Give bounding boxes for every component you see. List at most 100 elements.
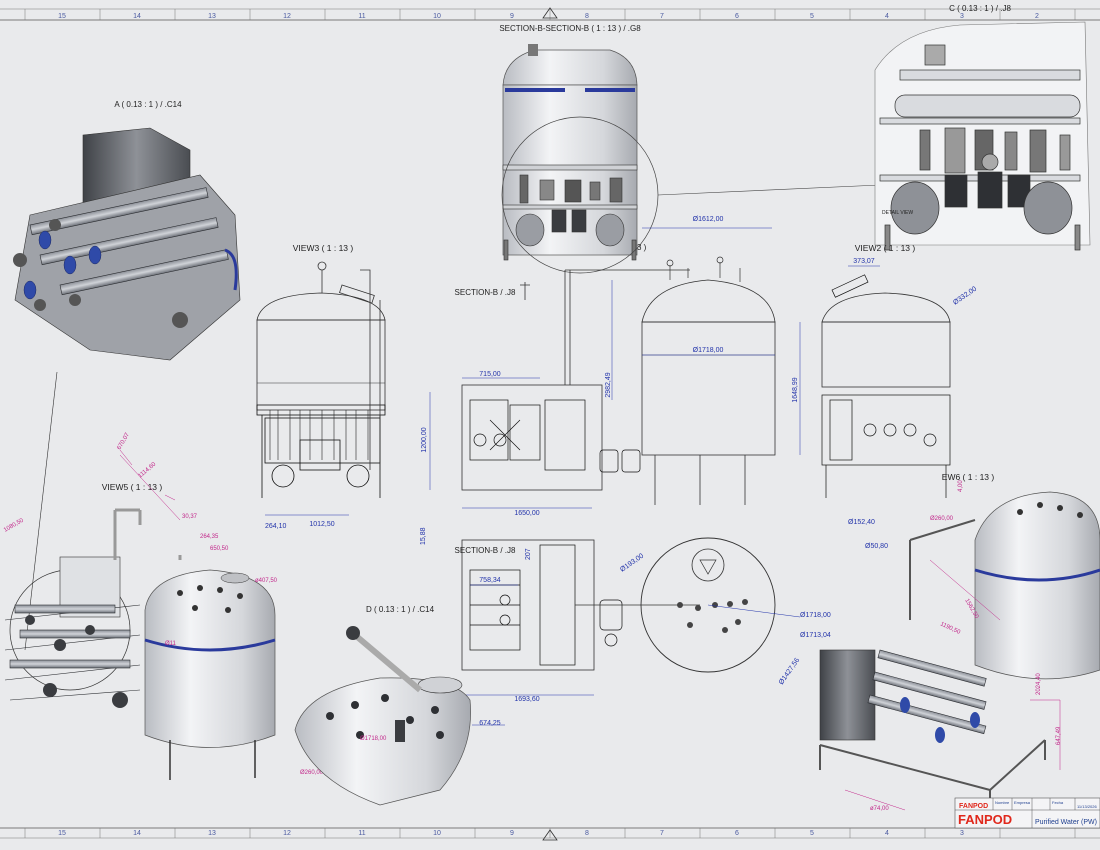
dimension-text: Ø152,40 <box>848 519 875 526</box>
dimension-text: 670,07 <box>117 432 132 451</box>
view5-isometric: VIEW5 ( 1 : 13 ) 670,07 1114,60 30,37 26… <box>3 432 324 780</box>
title-block: FANPOD FANPOD Nombre Empresa Fecha 11/13… <box>954 797 1100 829</box>
dimension-text: ø74,00 <box>870 806 889 812</box>
dimension-text: 1200,00 <box>421 427 428 452</box>
ruler-bottom-label: 7 <box>660 830 664 837</box>
title-block-col: Fecha <box>1052 800 1064 805</box>
ruler-bottom-label: 9 <box>510 830 514 837</box>
dimension-text: Ø260,00 <box>300 770 324 776</box>
view-label: EW6 ( 1 : 13 ) <box>942 472 995 482</box>
dimension-text: 1648,99 <box>792 377 799 402</box>
tank-plan-view: Ø193,00 Ø1718,00 Ø1713,04 Ø1427,56 <box>619 537 831 686</box>
dimension-text: 15,88 <box>420 527 427 545</box>
dimension-text: Ø1718,00 <box>693 347 724 354</box>
sheet-border <box>0 7 1100 841</box>
dimension-text: 1012,50 <box>309 521 334 528</box>
ruler-top-label: 7 <box>660 13 664 20</box>
detail-view-label: DETAIL VIEW <box>882 210 913 216</box>
dimension-text: 715,00 <box>479 371 501 378</box>
ruler-top-label: 8 <box>585 13 589 20</box>
dimension-text: Ø1718,00 <box>360 736 387 742</box>
ruler-top: 15 14 13 12 11 10 9 8 7 6 5 4 3 2 <box>58 13 1039 20</box>
ruler-bottom-label: 13 <box>208 830 216 837</box>
dimension-text: Ø260,00 <box>930 516 954 522</box>
center-arrow-bottom <box>542 829 558 841</box>
dimension-text: 4,00 <box>958 480 964 492</box>
dimension-text: Ø332,00 <box>952 285 978 306</box>
view-label: SECTION-B / .J8 <box>455 546 516 555</box>
ruler-bottom-label: 3 <box>960 830 964 837</box>
view6-isometric: EW6 ( 1 : 13 ) Ø260,00 1562,50 2024,40 6… <box>819 472 1100 812</box>
section-b-lower: SECTION-B / .J8 15,88 758,34 1693,60 674… <box>420 527 700 727</box>
dimension-text: 758,34 <box>479 577 501 584</box>
ruler-bottom-label: 14 <box>133 830 141 837</box>
ruler-top-label: 3 <box>960 13 964 20</box>
ruler-top-label: 9 <box>510 13 514 20</box>
ruler-bottom-label: 4 <box>885 830 889 837</box>
view-label: SECTION-B / .J8 <box>455 288 516 297</box>
dimension-text: Ø1612,00 <box>693 216 724 223</box>
dimension-text: Ø1713,04 <box>800 632 831 639</box>
title-block-logo-small: FANPOD <box>959 803 988 810</box>
view3: VIEW3 ( 1 : 13 ) 1012,50 264,10 <box>256 243 386 530</box>
dimension-text: ø407,50 <box>255 578 278 584</box>
dimension-text: 1080,50 <box>3 517 25 533</box>
title-block-col: Nombre <box>995 800 1010 805</box>
ruler-bottom-label: 6 <box>735 830 739 837</box>
ruler-top-label: 10 <box>433 13 441 20</box>
ruler-top-label: 4 <box>885 13 889 20</box>
ruler-top-label: 11 <box>358 13 365 20</box>
title-block-logo: FANPOD <box>958 812 1012 827</box>
dimension-text: 264,10 <box>265 523 287 530</box>
tank-front-view: Ø1612,00 Ø1718,00 1648,99 <box>641 216 801 505</box>
view2: VIEW2 ( 1 : 13 ) 373,07 Ø332,00 Ø152,40 … <box>821 243 978 550</box>
ruler-top-label: 6 <box>735 13 739 20</box>
ruler-top-label: 2 <box>1035 13 1039 20</box>
view-label: VIEW5 ( 1 : 13 ) <box>102 482 163 492</box>
view-label: C ( 0.13 : 1 ) / .J8 <box>949 4 1011 13</box>
dimension-text: 1693,60 <box>514 696 539 703</box>
ruler-top-label: 5 <box>810 13 814 20</box>
dimension-text: Ø193,00 <box>619 552 645 573</box>
dimension-text: 1190,50 <box>939 621 961 636</box>
ruler-top-label: 13 <box>208 13 216 20</box>
dimension-text: 2024,40 <box>1036 673 1042 695</box>
ruler-bottom-label: 8 <box>585 830 589 837</box>
view-label: SECTION-B-SECTION-B ( 1 : 13 ) / .G8 <box>499 24 641 33</box>
ruler-bottom-label: 15 <box>58 830 66 837</box>
detail-a-view: A ( 0.13 : 1 ) / .C14 <box>13 100 241 651</box>
dimension-text: Ø11 <box>165 641 177 647</box>
section-b-top-view: SECTION-B-SECTION-B ( 1 : 13 ) / .G8 3 ) <box>499 24 881 274</box>
view-label: A ( 0.13 : 1 ) / .C14 <box>114 100 182 109</box>
section-partial-label: 3 ) <box>637 243 647 252</box>
ruler-top-label: 15 <box>58 13 66 20</box>
dimension-text: 1114,60 <box>137 461 157 479</box>
dimension-text: Ø1718,00 <box>800 612 831 619</box>
detail-c-view: C ( 0.13 : 1 ) / .J8 DETAIL VIEW <box>874 4 1091 251</box>
detail-d-view: D ( 0.13 : 1 ) / .C14 Ø1718,00 <box>294 605 471 806</box>
dimension-text: 264,35 <box>200 534 219 540</box>
dimension-text: 207 <box>525 548 532 560</box>
dimension-text: Ø50,80 <box>865 543 888 550</box>
ruler-bottom-label: 10 <box>433 830 441 837</box>
dimension-text: 2982,49 <box>605 372 612 397</box>
ruler-bottom: 15 14 13 12 11 10 9 8 7 6 5 4 3 <box>58 830 964 837</box>
dimension-text: 650,50 <box>210 546 229 552</box>
view-label: VIEW2 ( 1 : 13 ) <box>855 243 916 253</box>
view-label: VIEW3 ( 1 : 13 ) <box>293 243 354 253</box>
view-label: D ( 0.13 : 1 ) / .C14 <box>366 605 435 614</box>
dimension-text: Ø1427,56 <box>778 657 801 686</box>
ruler-bottom-label: 12 <box>283 830 291 837</box>
title-block-title: Purified Water (PW) <box>1035 819 1097 826</box>
dimension-text: 30,37 <box>182 514 198 520</box>
center-arrow-top <box>542 7 558 19</box>
ruler-top-label: 12 <box>283 13 291 20</box>
ruler-top-label: 14 <box>133 13 141 20</box>
dimension-text: 373,07 <box>853 258 875 265</box>
ruler-bottom-label: 5 <box>810 830 814 837</box>
dimension-text: 1650,00 <box>514 510 539 517</box>
dimension-text: 647,49 <box>1056 726 1062 745</box>
title-block-date: 11/13/2026 <box>1077 804 1097 809</box>
